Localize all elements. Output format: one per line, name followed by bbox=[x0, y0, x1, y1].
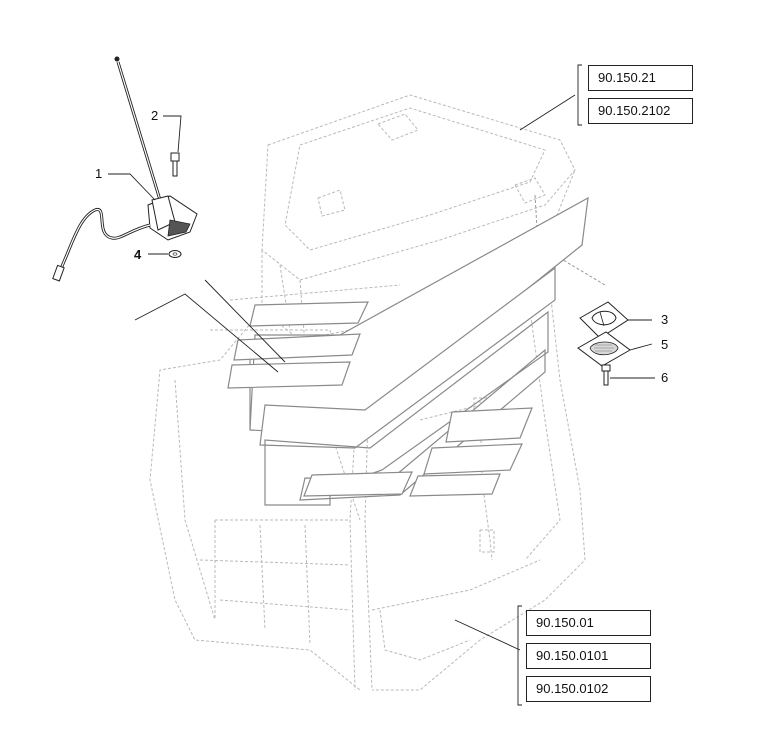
callout-2: 2 bbox=[151, 108, 158, 123]
callout-3: 3 bbox=[661, 312, 668, 327]
ref-link-90-150-0102[interactable]: 90.150.0102 bbox=[526, 676, 651, 702]
washer-part-4 bbox=[168, 250, 182, 258]
ref-link-90-150-2102[interactable]: 90.150.2102 bbox=[588, 98, 693, 124]
ref-link-90-150-01[interactable]: 90.150.01 bbox=[526, 610, 651, 636]
top-ref-bracket bbox=[577, 64, 582, 126]
seal-part-5 bbox=[577, 331, 631, 367]
bolt-part-6 bbox=[601, 364, 611, 386]
ref-link-90-150-21[interactable]: 90.150.21 bbox=[588, 65, 693, 91]
callout-1: 1 bbox=[95, 166, 102, 181]
callout-6: 6 bbox=[661, 370, 668, 385]
ref-link-90-150-0101[interactable]: 90.150.0101 bbox=[526, 643, 651, 669]
panel-leader-lines bbox=[134, 279, 286, 373]
bottom-ref-bracket bbox=[517, 605, 522, 706]
antenna-assembly bbox=[52, 56, 198, 282]
screw-part-2 bbox=[170, 152, 180, 177]
front-glass-panels bbox=[227, 196, 589, 506]
callout-leaders bbox=[108, 94, 655, 651]
callout-4: 4 bbox=[134, 247, 142, 262]
callout-5: 5 bbox=[661, 337, 668, 352]
